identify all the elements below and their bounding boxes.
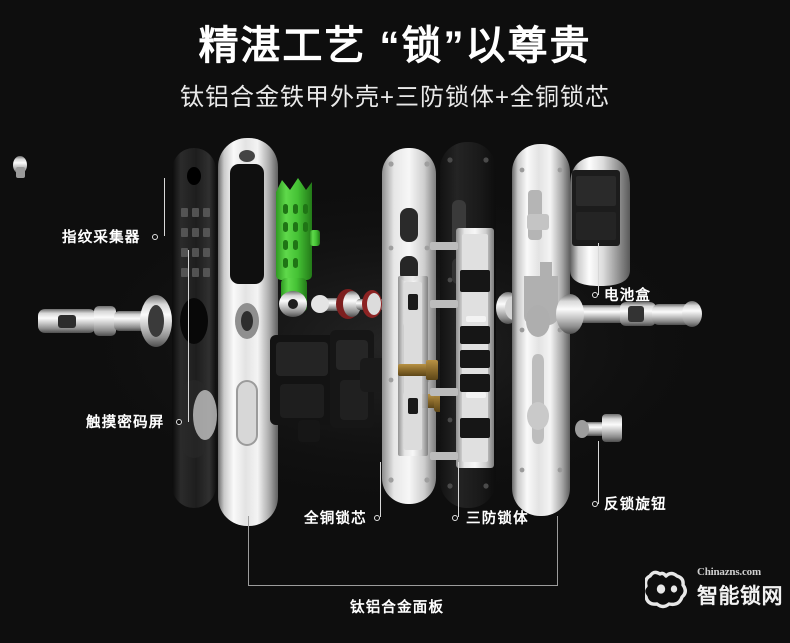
cloud-face-icon xyxy=(645,570,687,609)
deadbolt-knob-part xyxy=(575,414,622,442)
callout-fingerprint-reader-dot xyxy=(152,234,158,240)
callout-deadbolt-knob-dot xyxy=(592,501,598,507)
battery-box-part xyxy=(570,156,630,286)
keypad-digits xyxy=(181,208,210,277)
callout-deadbolt-knob-label: 反锁旋钮 xyxy=(604,497,667,513)
screw-part-top-left xyxy=(13,156,27,178)
callout-battery-box-dot xyxy=(592,292,598,298)
door-handle-front-part xyxy=(38,295,172,347)
rear-alloy-cover-part xyxy=(512,144,570,516)
callout-three-proof-body-label: 三防锁体 xyxy=(466,511,529,527)
door-handle-rear-part xyxy=(556,294,702,334)
watermark: Chinazns.com 智能锁网 xyxy=(645,562,785,622)
exploded-view-illustration xyxy=(13,138,735,526)
watermark-name: 智能锁网 xyxy=(697,585,783,608)
callout-touch-keypad-label: 触摸密码屏 xyxy=(86,415,165,431)
oval-cover-part xyxy=(193,390,217,440)
page-title: 精湛工艺 “锁”以尊贵 xyxy=(198,24,592,68)
callout-copper-lock-core-dot xyxy=(374,515,380,521)
lock-mechanism-part xyxy=(270,330,388,442)
callout-three-proof-body-leader xyxy=(458,462,459,517)
callout-battery-box-label: 电池盒 xyxy=(604,288,652,304)
washer-nut-part xyxy=(279,291,307,317)
callout-battery-box-leader xyxy=(598,243,599,295)
alloy-panel-bracket xyxy=(248,516,558,586)
callout-copper-lock-core-label: 全铜锁芯 xyxy=(304,511,367,527)
callout-alloy-panel-label: 钛铝合金面板 xyxy=(350,600,445,616)
callout-fingerprint-reader-leader xyxy=(164,178,165,236)
callout-touch-keypad-leader xyxy=(188,250,189,422)
callout-touch-keypad-dot xyxy=(176,419,182,425)
front-alloy-cover-part xyxy=(218,138,278,526)
callout-three-proof-body-dot xyxy=(452,515,458,521)
front-panel-black-part xyxy=(172,148,216,508)
watermark-domain: Chinazns.com xyxy=(697,566,761,578)
callout-copper-lock-core-leader xyxy=(380,462,381,517)
callout-fingerprint-reader-label: 指纹采集器 xyxy=(62,230,141,246)
three-proof-lock-body-part xyxy=(398,228,494,468)
page-subtitle: 钛铝合金铁甲外壳+三防锁体+全铜锁芯 xyxy=(179,84,611,111)
callout-deadbolt-knob-leader xyxy=(598,441,599,504)
